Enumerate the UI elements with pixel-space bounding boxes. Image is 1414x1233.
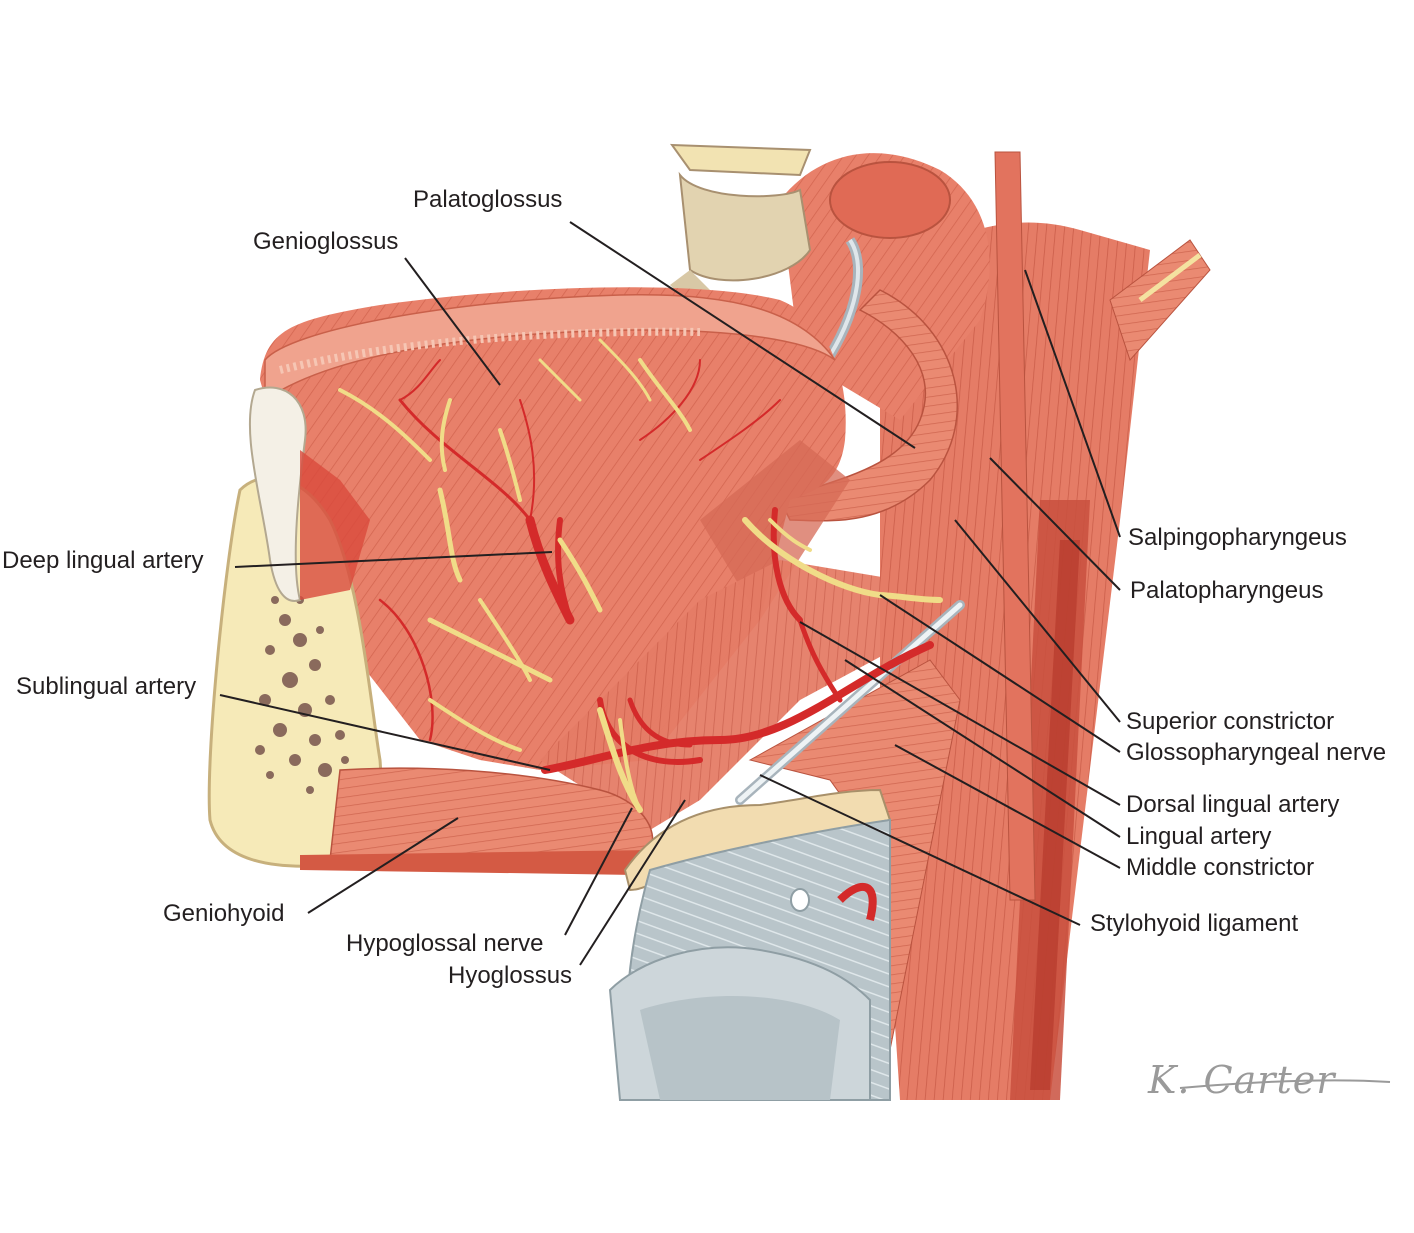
label-lingual-artery: Lingual artery <box>1126 823 1272 850</box>
upper-right-muscles <box>994 151 1211 901</box>
leader-glossopharyngeal-nerve <box>879 594 1121 753</box>
label-hypoglossal-nerve: Hypoglossal nerve <box>346 930 544 957</box>
hyoglossus-muscle <box>540 560 930 830</box>
leader-palatopharyngeus <box>989 457 1121 591</box>
leader-deep-lingual-artery <box>234 551 553 568</box>
leader-salpingopharyngeus <box>1024 269 1121 538</box>
label-sublingual-artery: Sublingual artery <box>16 673 197 700</box>
label-geniohyoid: Geniohyoid <box>163 900 285 927</box>
leader-superior-constrictor <box>954 519 1121 723</box>
leader-lines <box>219 221 1121 966</box>
bone-marrow-dots <box>255 596 349 794</box>
label-glossopharyngeal-nerve: Glossopharyngeal nerve <box>1126 739 1387 766</box>
leader-hyoglossus <box>579 799 686 966</box>
label-stylohyoid-ligament: Stylohyoid ligament <box>1090 910 1299 937</box>
leader-hypoglossal-nerve <box>564 807 633 936</box>
leader-lingual-artery <box>844 659 1121 838</box>
geniohyoid-muscle <box>300 767 654 875</box>
leader-genioglossus <box>404 257 501 386</box>
stylohyoid-ligament <box>735 600 965 805</box>
leader-stylohyoid-ligament <box>759 774 1081 926</box>
nerves <box>338 338 943 813</box>
label-middle-constrictor: Middle constrictor <box>1126 854 1315 881</box>
temporal-bone-piece <box>669 143 863 373</box>
label-palatoglossus: Palatoglossus <box>413 186 563 213</box>
artist-signature: K. Carter <box>1148 1058 1336 1102</box>
label-hyoglossus: Hyoglossus <box>448 962 573 989</box>
label-deep-lingual-artery: Deep lingual artery <box>2 547 204 574</box>
leader-geniohyoid <box>307 817 459 914</box>
arteries <box>378 359 934 774</box>
label-superior-constrictor: Superior constrictor <box>1126 708 1335 735</box>
label-salpingopharyngeus: Salpingopharyngeus <box>1128 524 1347 551</box>
label-genioglossus: Genioglossus <box>253 228 399 255</box>
label-palatopharyngeus: Palatopharyngeus <box>1130 577 1324 604</box>
leader-sublingual-artery <box>219 694 551 771</box>
signature-flourish <box>1179 1079 1391 1089</box>
leader-dorsal-lingual-artery <box>799 621 1121 806</box>
thyroid-cartilage <box>608 818 891 1101</box>
leader-palatoglossus <box>569 221 916 449</box>
leader-middle-constrictor <box>894 744 1121 869</box>
label-dorsal-lingual-artery: Dorsal lingual artery <box>1126 791 1340 818</box>
